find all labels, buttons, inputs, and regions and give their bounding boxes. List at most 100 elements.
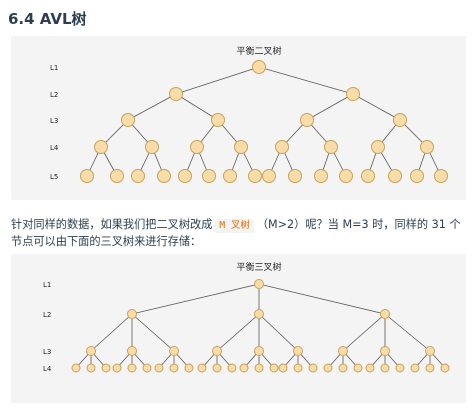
tree-node [338,346,348,356]
tree-node [346,87,360,101]
tree-node [420,140,434,154]
level-label: L4 [50,144,59,152]
tree-node [380,309,390,319]
tree-node [157,169,171,183]
tree-node [184,363,194,373]
level-label: L2 [43,311,51,319]
tree-node [127,346,137,356]
tree-edge [131,313,175,352]
tree-node [252,60,266,74]
tree-edge [258,313,299,352]
tree-node [110,169,124,183]
tree-node [425,346,435,356]
tree-node [339,169,353,183]
tree-node [212,346,222,356]
section-heading: 6.4 AVL树 [8,10,87,28]
level-label: L3 [50,117,58,125]
binary-tree-title: 平衡二叉树 [236,45,281,57]
tree-edge [342,313,386,352]
level-label: L1 [43,281,51,289]
tree-node [94,140,108,154]
tree-node [371,140,385,154]
tree-node [248,169,262,183]
tree-node [212,363,222,373]
tree-edge [90,313,133,352]
level-label: L1 [50,64,58,72]
tree-node [234,140,248,154]
tree-node [308,363,318,373]
tree-node [202,169,216,183]
tree-node [142,363,152,373]
tree-edge [175,93,219,121]
tree-node [323,363,333,373]
tree-node [388,169,402,183]
tree-node [278,363,288,373]
tree-node [223,169,237,183]
tree-edge [384,313,431,352]
tree-node [178,169,192,183]
tree-node [254,279,264,289]
tree-node [190,140,204,154]
tree-node [395,363,405,373]
tree-node [410,169,424,183]
tree-node [239,363,249,373]
tree-node [101,363,111,373]
tree-edge [306,93,354,121]
tree-node [380,363,390,373]
tree-node [275,140,289,154]
tree-node [262,169,276,183]
tree-node [127,363,137,373]
tree-node [410,363,420,373]
paragraph-text-after: （M>2）呢？当 M=3 时，同样的 31 个节点可以由下面的三叉树来进行存储： [11,218,461,248]
tree-node [393,113,407,127]
tree-node [440,363,450,373]
tree-node [121,113,135,127]
level-label: L4 [43,365,52,373]
tree-node [425,363,435,373]
tree-node [338,363,348,373]
tree-node [169,87,183,101]
tree-node [154,363,164,373]
level-label: L2 [50,91,58,99]
tree-node [314,169,328,183]
tree-node [169,363,179,373]
tree-node [254,363,264,373]
tree-edge [258,283,386,315]
tree-node [86,346,96,356]
paragraph-text-before: 针对同样的数据，如果我们把二叉树改成 [11,218,213,231]
tree-node [145,140,159,154]
tree-edge [258,66,354,95]
inline-code: M 叉树 [215,219,254,233]
tree-node [112,363,122,373]
tree-node [71,363,81,373]
level-label: L3 [43,348,51,356]
tree-edge [131,283,260,315]
tree-node [293,363,303,373]
tree-node [227,363,237,373]
tree-node [324,140,338,154]
tree-node [288,169,302,183]
tree-node [80,169,94,183]
tree-node [86,363,96,373]
tree-node [169,346,179,356]
tree-node [197,363,207,373]
tree-node [365,363,375,373]
tree-edge [175,66,260,95]
tree-node [353,363,363,373]
tree-node [211,113,225,127]
tree-node [300,113,314,127]
tree-node [293,346,303,356]
tree-node [254,346,264,356]
tree-node [131,169,145,183]
tree-node [434,169,448,183]
tree-edge [216,313,260,352]
tree-node [269,363,279,373]
level-label: L5 [50,173,58,181]
tree-edge [127,93,177,121]
tree-node [361,169,375,183]
